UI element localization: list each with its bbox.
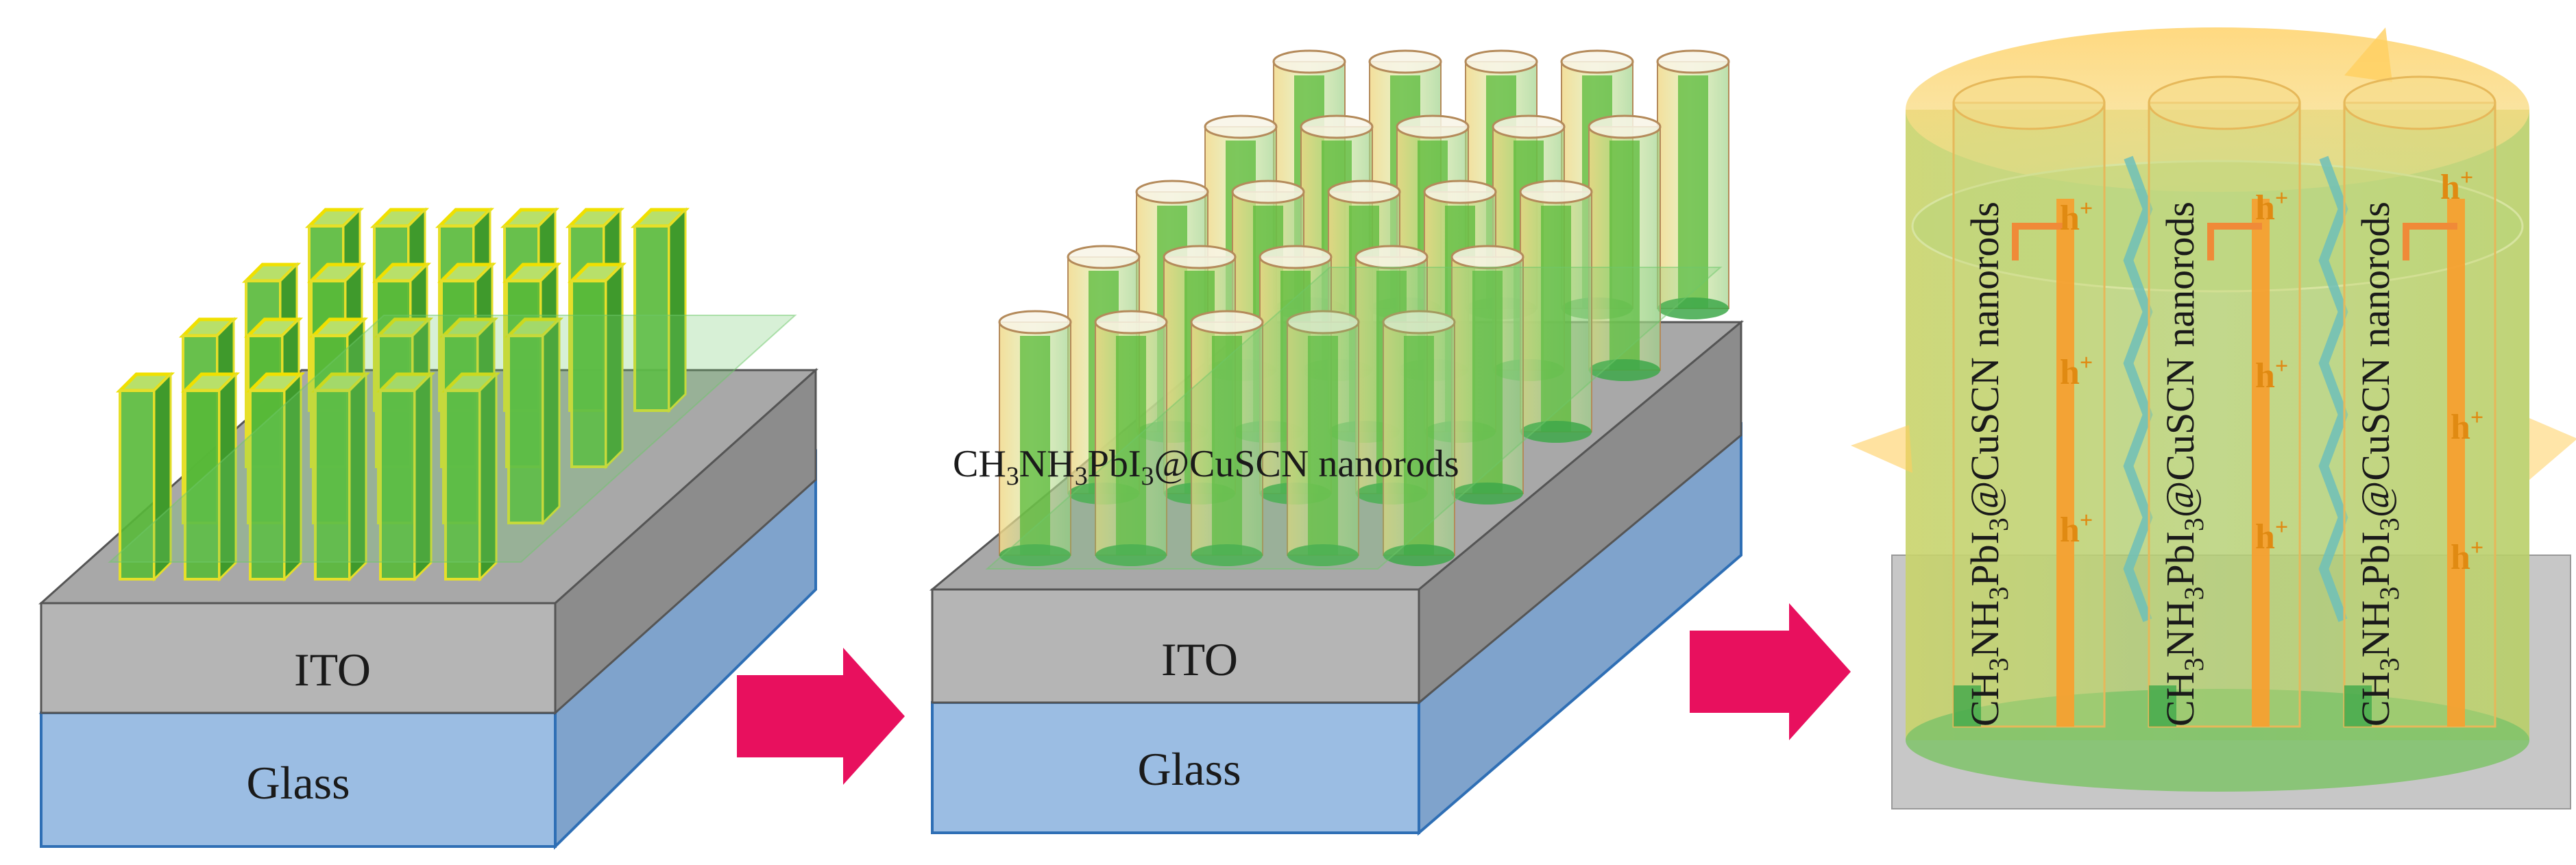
hole-label: h+ (2451, 405, 2483, 447)
square-nanorod (376, 371, 436, 582)
nanorod-vertical-label: CH3NH3PbI3@CuSCN nanorods (2158, 202, 2209, 727)
glass-label-1: Glass (246, 757, 350, 809)
nanorod-vertical-label: CH3NH3PbI3@CuSCN nanorods (1963, 202, 2014, 727)
hole-label: h+ (2060, 196, 2093, 238)
cylinder-nanorod (1286, 310, 1360, 566)
cylinder-nanorod (998, 310, 1072, 566)
cylinder-nanorod (1094, 310, 1168, 566)
hole-label: h+ (2255, 186, 2288, 228)
electron-wave (2318, 156, 2348, 622)
hole-label: h+ (2255, 354, 2288, 395)
green-overlay-sheet-1 (108, 315, 797, 563)
hole-label: h+ (2440, 165, 2473, 207)
square-nanorod (441, 371, 501, 582)
cylinder-nanorod (1588, 114, 1662, 381)
light-ray-right (2529, 418, 2576, 480)
arrow-right-1 (737, 648, 905, 785)
ito-label-2: ITO (1161, 633, 1238, 685)
ito-label-1: ITO (294, 644, 371, 696)
nanorod-label-2: CH3NH3PbI3@CuSCN nanorods (953, 443, 1459, 491)
cylinder-nanorod (1450, 245, 1524, 504)
panel-3: CH3NH3PbI3@CuSCN nanorods CH3NH3PbI3@CuSC… (1851, 27, 2576, 809)
square-nanorod-array (115, 207, 690, 582)
hole-label: h+ (2255, 515, 2288, 557)
cylinder-nanorod (1382, 310, 1456, 566)
coated-nanorod: CH3NH3PbI3@CuSCN nanorods (2343, 75, 2496, 728)
hole-label: h+ (2060, 350, 2093, 392)
hole-label: h+ (2451, 535, 2483, 577)
coated-nanorod: CH3NH3PbI3@CuSCN nanorods (1952, 75, 2106, 728)
panel-1: ITO Glass (38, 207, 818, 850)
square-nanorod (180, 371, 241, 582)
cylinder-nanorod (1190, 310, 1264, 566)
arrow-right-2 (1690, 603, 1851, 740)
panel-2: ITO Glass CH3NH3PbI3@CuSCN nanorods (929, 49, 1745, 836)
hole-label: h+ (2060, 508, 2093, 550)
square-nanorod (115, 371, 175, 582)
coated-nanorod: CH3NH3PbI3@CuSCN nanorods (2148, 75, 2301, 728)
light-ray-left (1851, 425, 1912, 473)
electron-wave (2123, 156, 2153, 622)
glass-layer-2 (931, 422, 1742, 836)
square-nanorod (311, 371, 371, 582)
coated-nanorods: CH3NH3PbI3@CuSCN nanorods CH3NH3PbI3@CuSC… (1952, 75, 2496, 728)
hole-markers: h+ h+ h+ h+ h+ h+ h+ h+ h+ (2060, 165, 2483, 577)
square-nanorod (245, 371, 306, 582)
light-ray-top (2344, 27, 2392, 82)
green-overlay-sheet-2 (985, 267, 1723, 570)
nanorod-vertical-label: CH3NH3PbI3@CuSCN nanorods (2353, 202, 2405, 727)
square-nanorod (630, 207, 690, 413)
square-nanorod (504, 317, 564, 526)
glass-label-2: Glass (1137, 743, 1241, 795)
